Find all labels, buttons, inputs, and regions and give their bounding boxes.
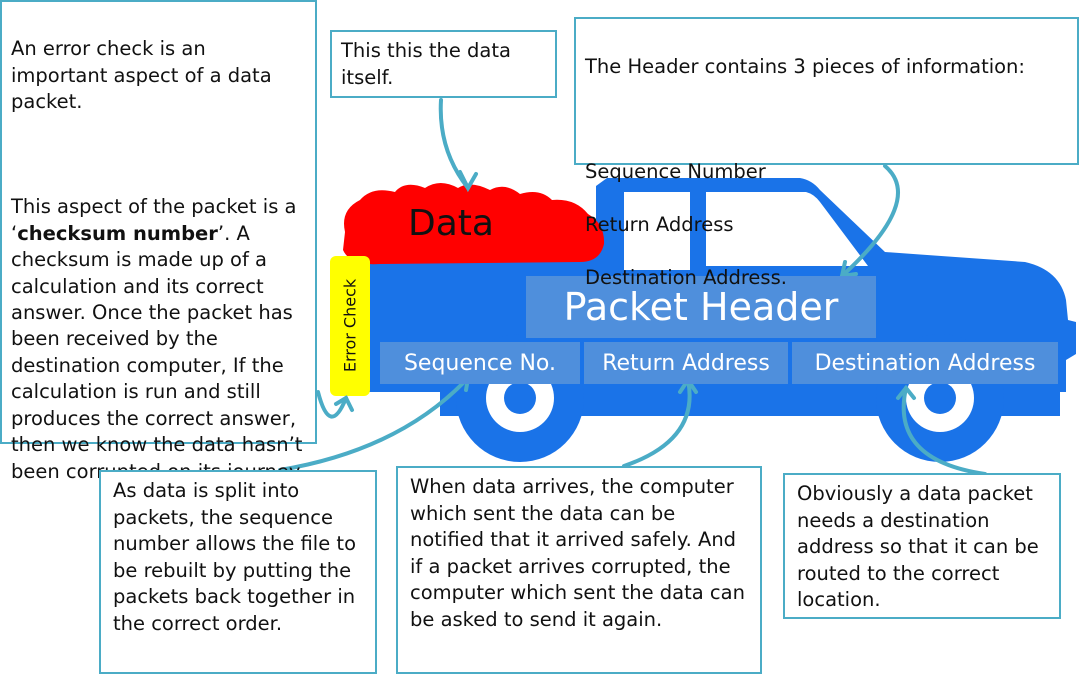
error-check-callout: An error check is an important aspect of…: [0, 0, 317, 483]
arrow-error-check: [316, 390, 348, 419]
destination-address-label: Destination Address: [792, 342, 1058, 384]
packet-header-label: Packet Header: [526, 276, 876, 338]
sequence-no-label: Sequence No.: [380, 342, 580, 384]
arrow-error-check-head: [334, 395, 354, 412]
return-callout: When data arrives, the computer which se…: [396, 466, 762, 674]
checksum-number-term: checksum number: [17, 221, 218, 245]
arrow-destination-head: [896, 384, 916, 400]
arrow-sequence: [278, 376, 470, 472]
data-label: Data: [408, 203, 494, 244]
error-check-band: [330, 256, 370, 396]
cab-window-front: [706, 192, 868, 266]
return-address-label: Return Address: [584, 342, 788, 384]
arrow-return: [622, 378, 692, 468]
header-item-sequence: Sequence Number: [585, 160, 766, 183]
error-check-text-2: This aspect of the packet is a ‘checksum…: [11, 195, 304, 483]
destination-callout: Obviously a data packet needs a destinat…: [783, 473, 1061, 619]
cab-window-rear: [624, 192, 690, 270]
header-item-return: Return Address: [585, 213, 734, 236]
arrow-destination: [901, 386, 987, 476]
header-callout: The Header contains 3 pieces of informat…: [574, 17, 1079, 289]
sequence-callout: As data is split into packets, the seque…: [99, 470, 377, 674]
arrow-data: [438, 98, 470, 190]
data-callout: This this the data itself.: [330, 30, 557, 98]
header-item-destination: Destination Address.: [585, 266, 787, 289]
arrow-data-head: [458, 170, 478, 193]
arrow-header: [840, 164, 900, 278]
data-blob: [343, 183, 605, 265]
header-callout-title: The Header contains 3 pieces of informat…: [585, 54, 1025, 78]
error-check-label: Error Check: [340, 278, 360, 373]
error-check-text-1: An error check is an important aspect of…: [11, 37, 272, 114]
